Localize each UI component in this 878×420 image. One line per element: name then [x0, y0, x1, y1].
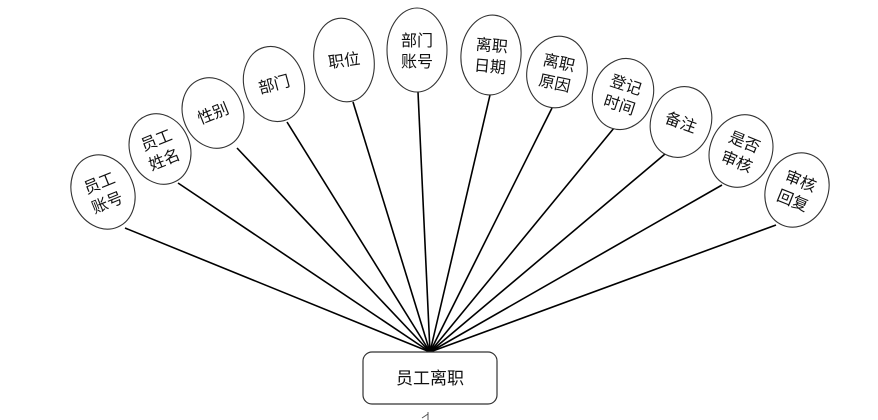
- attribute-ellipse: [708, 114, 774, 188]
- attribute-label: 日期: [473, 56, 507, 78]
- attribute-ellipse: [591, 57, 655, 131]
- connector-line: [429, 107, 553, 353]
- attribute-ellipse: [460, 14, 522, 96]
- attribute-ellipse: [181, 77, 245, 149]
- attribute-ellipse: [313, 17, 375, 103]
- entity-node: 员工离职: [362, 351, 498, 405]
- entity-box: [362, 351, 498, 405]
- attribute-ellipse: [128, 113, 192, 185]
- attribute-label: 部门: [401, 31, 433, 50]
- attribute-node: 备注: [649, 86, 713, 158]
- connector-line: [177, 182, 431, 353]
- connector-line: [429, 94, 491, 353]
- attribute-ellipse: [764, 152, 830, 228]
- corner-mark: [421, 412, 429, 420]
- connector-line: [286, 121, 431, 353]
- attribute-label: 离职: [475, 35, 509, 57]
- connector-line: [429, 127, 615, 353]
- attribute-ellipse: [242, 45, 306, 123]
- attribute-node: 部门: [242, 45, 306, 123]
- attribute-ellipse: [526, 35, 588, 109]
- attribute-ellipse: [386, 7, 448, 93]
- connector-line: [429, 184, 723, 353]
- attribute-node: 职位: [313, 17, 375, 103]
- connector-line: [236, 147, 431, 353]
- attribute-label: 账号: [401, 52, 433, 71]
- attribute-nodes: 员工账号员工姓名性别部门职位部门账号离职日期离职原因登记时间备注是否审核审核回复: [70, 7, 830, 230]
- entity-label: 员工离职: [396, 369, 464, 389]
- connector-line: [429, 153, 666, 353]
- attribute-node: 性别: [181, 77, 245, 149]
- connector-lines: [124, 91, 777, 353]
- connector-line: [417, 91, 431, 353]
- attribute-ellipse: [649, 86, 713, 158]
- attribute-ellipse: [70, 154, 136, 230]
- connector-line: [352, 101, 431, 353]
- attribute-label: 职位: [327, 49, 361, 72]
- connector-line: [429, 224, 777, 353]
- connector-line: [124, 227, 431, 353]
